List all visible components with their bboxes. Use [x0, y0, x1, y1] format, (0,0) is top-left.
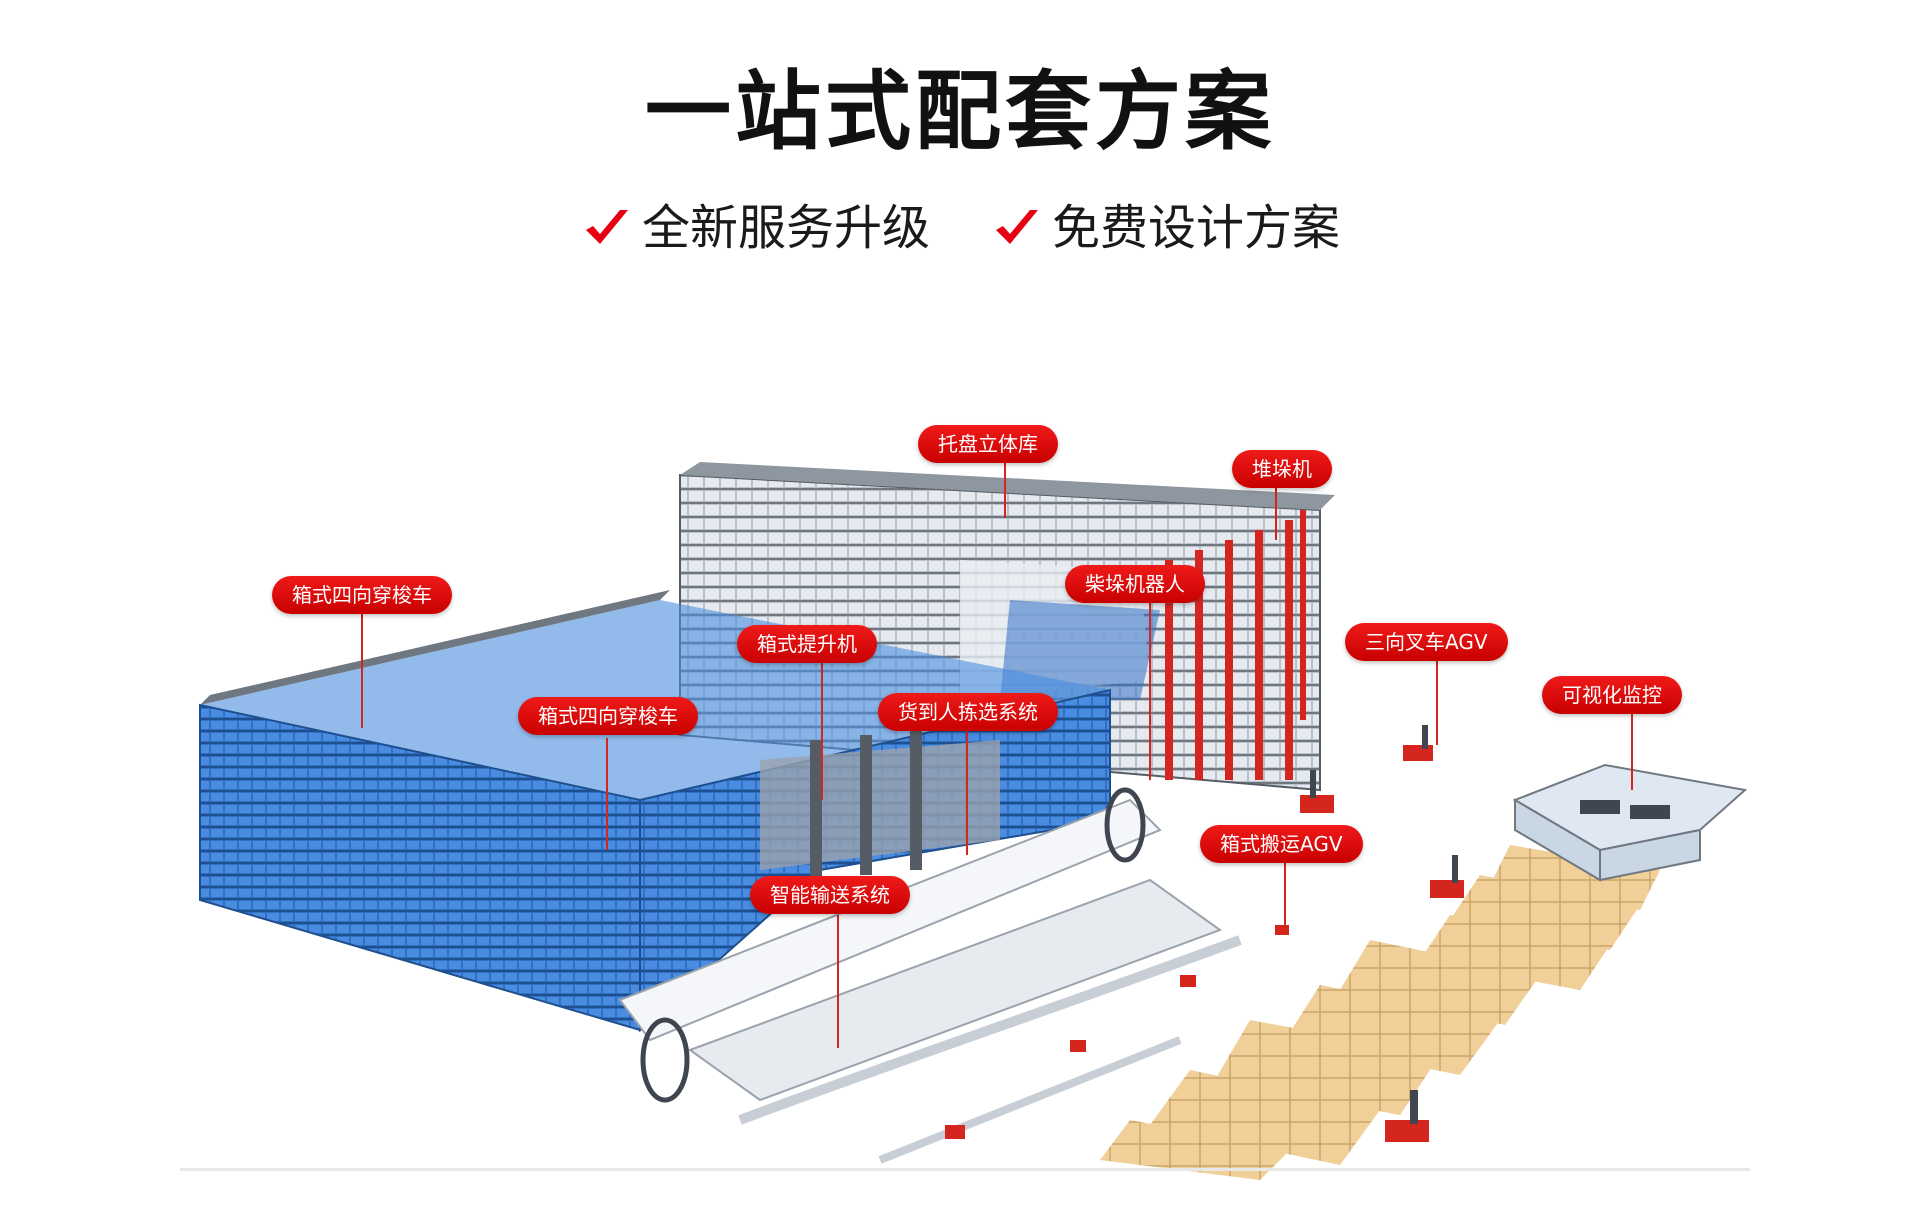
conveyor-system	[618, 787, 1242, 1164]
monitoring-room	[1512, 763, 1748, 882]
callout-stacker: 堆垛机	[1232, 450, 1332, 488]
callout-agv-forklift: 三向叉车AGV	[1345, 623, 1508, 661]
callout-box-agv: 箱式搬运AGV	[1200, 825, 1363, 863]
callout-lines	[361, 462, 1633, 1048]
check-icon	[585, 210, 628, 244]
callout-pallet-warehouse: 托盘立体库	[918, 425, 1058, 463]
callout-goods-to-person: 货到人拣选系统	[878, 693, 1058, 731]
floor-divider	[180, 1168, 1750, 1171]
feature-list: 全新服务升级 免费设计方案	[0, 200, 1920, 256]
callout-box-lift: 箱式提升机	[737, 625, 877, 663]
feature-service-upgrade: 全新服务升级	[580, 200, 930, 256]
feature-label: 免费设计方案	[1052, 200, 1341, 256]
goods-to-person-area	[760, 730, 1000, 880]
feature-free-design: 免费设计方案	[990, 200, 1340, 256]
agv-forklifts	[945, 725, 1464, 1142]
page-title: 一站式配套方案	[645, 62, 1275, 162]
feature-label: 全新服务升级	[641, 200, 930, 256]
pallet-box-stacks	[1100, 845, 1660, 1180]
stacker-cranes	[1165, 510, 1306, 780]
callout-depalletizing-robot: 柴垛机器人	[1065, 565, 1205, 603]
check-icon	[996, 210, 1038, 244]
callout-box-shuttle-center: 箱式四向穿梭车	[518, 697, 698, 735]
callout-box-shuttle-left: 箱式四向穿梭车	[272, 576, 452, 614]
callout-conveyor: 智能输送系统	[750, 876, 910, 914]
callout-visual-monitoring: 可视化监控	[1542, 676, 1682, 714]
